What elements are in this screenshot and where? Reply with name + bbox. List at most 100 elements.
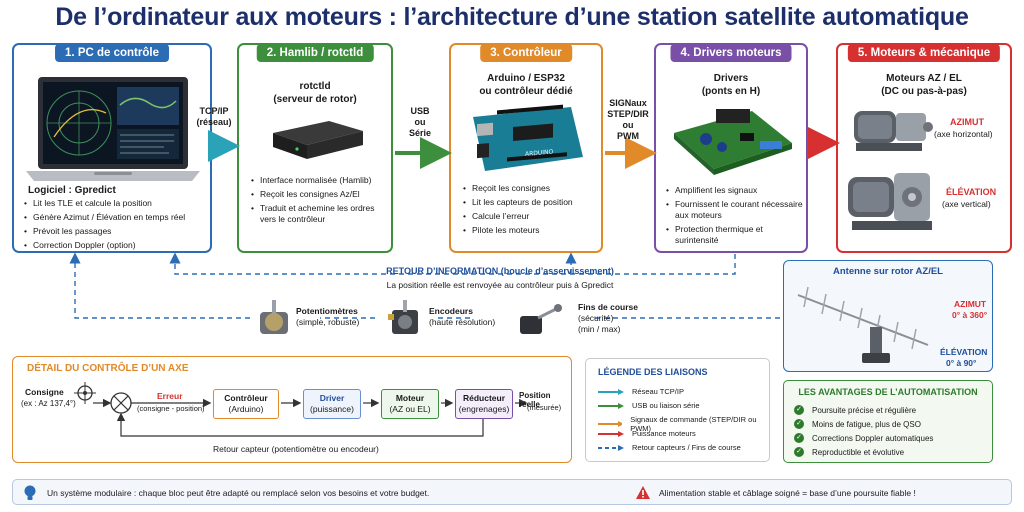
feedback-title: RETOUR D’INFORMATION (boucle d’asserviss… <box>386 266 614 276</box>
legend-item: Réseau TCP/IP <box>598 387 684 396</box>
detail-error-label: Erreur <box>157 391 183 401</box>
motors-block-header: 5. Moteurs & mécanique <box>847 44 1001 62</box>
lightbulb-icon <box>24 485 36 500</box>
legend-line-icon <box>598 388 624 395</box>
link-usb-text-3: Série <box>408 128 432 138</box>
hamlib-subtitle: rotctld <box>299 81 331 92</box>
sensor-limit-switch-name: Fins de course <box>578 302 638 312</box>
controller-feature-item: Reçoit les consignes <box>463 183 603 194</box>
detail-block-motor-name: Moteur <box>395 393 425 403</box>
link-tcpip-text-2: (réseau) <box>196 117 232 127</box>
check-icon: ✓ <box>794 405 804 415</box>
advantage-item: ✓Corrections Doppler automatiques <box>794 433 933 443</box>
arduino-board-illustration: ARDUINO <box>473 104 583 171</box>
detail-setpoint-label: Consigne <box>25 387 64 397</box>
footer-modular-note: Un système modulaire : chaque bloc peut … <box>47 488 430 498</box>
controller-feature-item: Lit les capteurs de position <box>463 197 603 208</box>
link-signals-text: SIGNaux <box>609 98 647 108</box>
legend-label: Réseau TCP/IP <box>632 387 684 396</box>
footer-power-note: Alimentation stable et câblage soigné = … <box>659 488 916 498</box>
advantage-text: Poursuite précise et régulière <box>812 405 917 415</box>
sensor-encoder-desc: (haute résolution) <box>429 317 496 327</box>
detail-block-controller: Contrôleur (Arduino) <box>213 389 279 419</box>
sensor-limit-switch: Fins de course (sécurité) (min / max) <box>578 302 638 335</box>
detail-block-gearbox-desc: (engrenages) <box>458 404 510 414</box>
drivers-block-header: 4. Drivers moteurs <box>670 44 792 62</box>
controller-feature-list: Reçoit les consignes Lit les capteurs de… <box>463 183 603 239</box>
legend-item: Signaux de commande (STEP/DIR ou PWM) <box>598 415 769 433</box>
detail-block-gearbox: Réducteur (engrenages) <box>455 389 513 419</box>
hamlib-feature-item: Reçoit les consignes Az/El <box>251 189 391 200</box>
hamlib-feature-item: Traduit et achemine les ordres vers le c… <box>251 203 391 225</box>
sensor-return-path <box>75 258 780 319</box>
pc-feature-list: Lit les TLE et calcule la position Génèr… <box>24 198 209 254</box>
link-tcpip-label: TCP/IP (réseau) <box>194 106 234 128</box>
feedback-loop-path <box>169 252 736 275</box>
legend-label: Retour capteurs / Fins de course <box>632 443 741 452</box>
detail-block-driver-desc: (puissance) <box>310 404 354 414</box>
advantage-text: Corrections Doppler automatiques <box>812 433 934 443</box>
advantage-text: Reproductible et évolutive <box>812 447 905 457</box>
pc-feature-item: Lit les TLE et calcule la position <box>24 198 209 209</box>
detail-output-label: Position réelle <box>519 391 551 409</box>
detail-block-motor: Moteur (AZ ou EL) <box>381 389 439 419</box>
sensor-limit-switch-desc: (sécurité) <box>578 313 614 323</box>
detail-block-controller-desc: (Arduino) <box>228 404 264 414</box>
sensor-limit-switch-desc-2: (min / max) <box>578 324 621 334</box>
link-usb-text: USB <box>410 106 430 116</box>
server-box-illustration <box>273 121 363 159</box>
check-icon: ✓ <box>794 447 804 457</box>
footer-banner: Un système modulaire : chaque bloc peut … <box>12 479 1012 505</box>
controller-block: 3. Contrôleur Arduino / ESP32 ou contrôl… <box>449 43 603 253</box>
advantages-title: LES AVANTAGES DE L’AUTOMATISATION <box>798 387 978 397</box>
hamlib-feature-item: Interface normalisée (Hamlib) <box>251 175 391 186</box>
elevation-motor-illustration <box>848 173 932 230</box>
axis-control-detail: DÉTAIL DU CONTRÔLE D’UN AXE Consigne (ex… <box>12 356 572 463</box>
antenna-az-label: AZIMUT <box>954 299 987 309</box>
sensor-encoder-name: Encodeurs <box>429 306 473 316</box>
legend-label: Signaux de commande (STEP/DIR ou PWM) <box>630 415 757 433</box>
motor-azimuth-label: AZIMUT <box>950 117 984 127</box>
antenna-el-label: ÉLÉVATION <box>940 347 988 357</box>
detail-block-gearbox-name: Réducteur <box>462 393 506 403</box>
advantage-text: Moins de fatigue, plus de QSO <box>812 419 921 429</box>
hamlib-block: 2. Hamlib / rotctld rotctld (serveur de … <box>237 43 393 253</box>
legend-line-icon <box>598 444 624 451</box>
controller-feature-item: Calcule l’erreur <box>463 211 603 222</box>
antenna-az-range: 0° à 360° <box>952 310 988 320</box>
controller-feature-item: Pilote les moteurs <box>463 225 603 236</box>
legend-label: Puissance moteurs <box>632 429 696 438</box>
drivers-feature-list: Amplifient les signaux Fournissent le co… <box>666 185 808 249</box>
control-loop-diagram <box>74 382 528 437</box>
warning-icon <box>636 486 650 499</box>
sensor-encoder: Encodeurs (haute résolution) <box>429 306 495 328</box>
link-signals-text-2: STEP/DIR <box>607 109 649 119</box>
detail-error-desc: (consigne - position) <box>137 404 205 413</box>
pc-software-label: Logiciel : Gpredict <box>28 185 116 196</box>
controller-subtitle-2: ou contrôleur dédié <box>479 86 573 97</box>
legend-item: Retour capteurs / Fins de course <box>598 443 741 452</box>
pc-feature-item: Prévoit les passages <box>24 226 209 237</box>
legend-item: Puissance moteurs <box>598 429 696 438</box>
page-title: De l’ordinateur aux moteurs : l’architec… <box>55 3 969 31</box>
detail-feedback-label: Retour capteur (potentiomètre ou encodeu… <box>213 444 379 454</box>
detail-title: DÉTAIL DU CONTRÔLE D’UN AXE <box>27 363 189 374</box>
svg-text:ARDUINO: ARDUINO <box>525 148 553 157</box>
hamlib-feature-list: Interface normalisée (Hamlib) Reçoit les… <box>251 175 391 228</box>
link-signals-text-3: ou <box>622 120 634 130</box>
detail-block-controller-name: Contrôleur <box>224 393 268 403</box>
controller-block-header: 3. Contrôleur <box>480 44 572 62</box>
link-signals-label: SIGNaux STEP/DIR ou PWM <box>604 98 652 142</box>
legend-title: LÉGENDE DES LIAISONS <box>598 367 708 377</box>
legend-line-icon <box>598 421 623 427</box>
drivers-feature-item: Fournissent le courant nécessaire aux mo… <box>666 199 808 221</box>
detail-block-driver-name: Driver <box>319 393 345 403</box>
link-usb-text-2: ou <box>414 117 426 127</box>
drivers-feature-item: Protection thermique et surintensité <box>666 224 808 246</box>
detail-output-desc: (mesurée) <box>527 403 562 412</box>
detail-setpoint-example: (ex : Az 137,4°) <box>21 399 76 408</box>
pc-block-header: 1. PC de contrôle <box>55 44 169 62</box>
legend-item: USB ou liaison série <box>598 401 700 410</box>
driver-board-illustration <box>674 109 792 175</box>
